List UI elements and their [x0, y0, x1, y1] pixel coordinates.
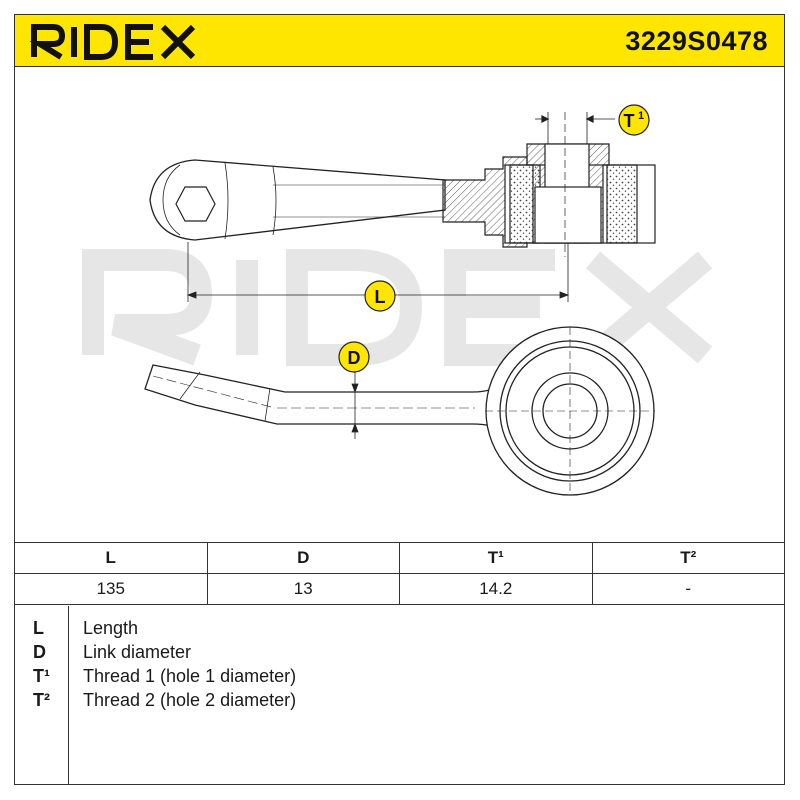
part-number: 3229S0478	[625, 26, 768, 56]
svg-text:1: 1	[638, 110, 644, 122]
label-badge-l: L	[364, 280, 396, 312]
legend-symbol: T²	[33, 690, 50, 710]
spec-value-l: 135	[14, 573, 208, 605]
legend-item: T² Thread 2 (hole 2 diameter)	[15, 690, 784, 714]
spec-table-value-row: 135 13 14.2 -	[14, 573, 785, 605]
svg-text:D: D	[348, 348, 361, 368]
spec-value-d: 13	[206, 573, 400, 605]
svg-text:T: T	[624, 111, 635, 131]
spec-value-t2: -	[591, 573, 785, 605]
header-bar: 3229S0478	[14, 14, 785, 67]
legend-symbol: T¹	[33, 666, 50, 686]
ridex-logo	[29, 24, 196, 60]
legend-description: Link diameter	[83, 642, 192, 662]
spec-table-header-row: L D T¹ T²	[14, 542, 785, 574]
dimension-d	[351, 372, 359, 439]
legend-item: D Link diameter	[15, 642, 784, 666]
legend-description: Thread 2 (hole 2 diameter)	[83, 690, 297, 710]
spec-header-d: D	[206, 542, 400, 574]
spec-header-t2: T²	[591, 542, 785, 574]
technical-drawing: T 1 L D	[82, 104, 713, 496]
link-side-view	[144, 364, 529, 439]
svg-text:L: L	[375, 287, 386, 307]
spec-header-l: L	[14, 542, 208, 574]
legend-symbol: D	[33, 642, 46, 662]
spec-header-t1: T¹	[399, 542, 593, 574]
label-badge-t1: T 1	[618, 104, 650, 136]
label-badge-d: D	[338, 341, 370, 373]
legend-symbol: L	[33, 618, 44, 638]
legend-description: Length	[83, 618, 139, 638]
legend-divider	[68, 606, 69, 784]
spec-table: L D T¹ T² 135 13 14.2 -	[14, 542, 785, 605]
legend-item: L Length	[15, 618, 784, 642]
legend-description: Thread 1 (hole 1 diameter)	[83, 666, 297, 686]
spec-value-t1: 14.2	[399, 573, 593, 605]
bushing-section	[504, 112, 656, 257]
link-arm-top-view	[149, 159, 446, 241]
legend-item: T¹ Thread 1 (hole 1 diameter)	[15, 666, 784, 690]
legend-panel: L Length D Link diameter T¹ Thread 1 (ho…	[14, 606, 785, 785]
eye-ring	[485, 326, 655, 496]
